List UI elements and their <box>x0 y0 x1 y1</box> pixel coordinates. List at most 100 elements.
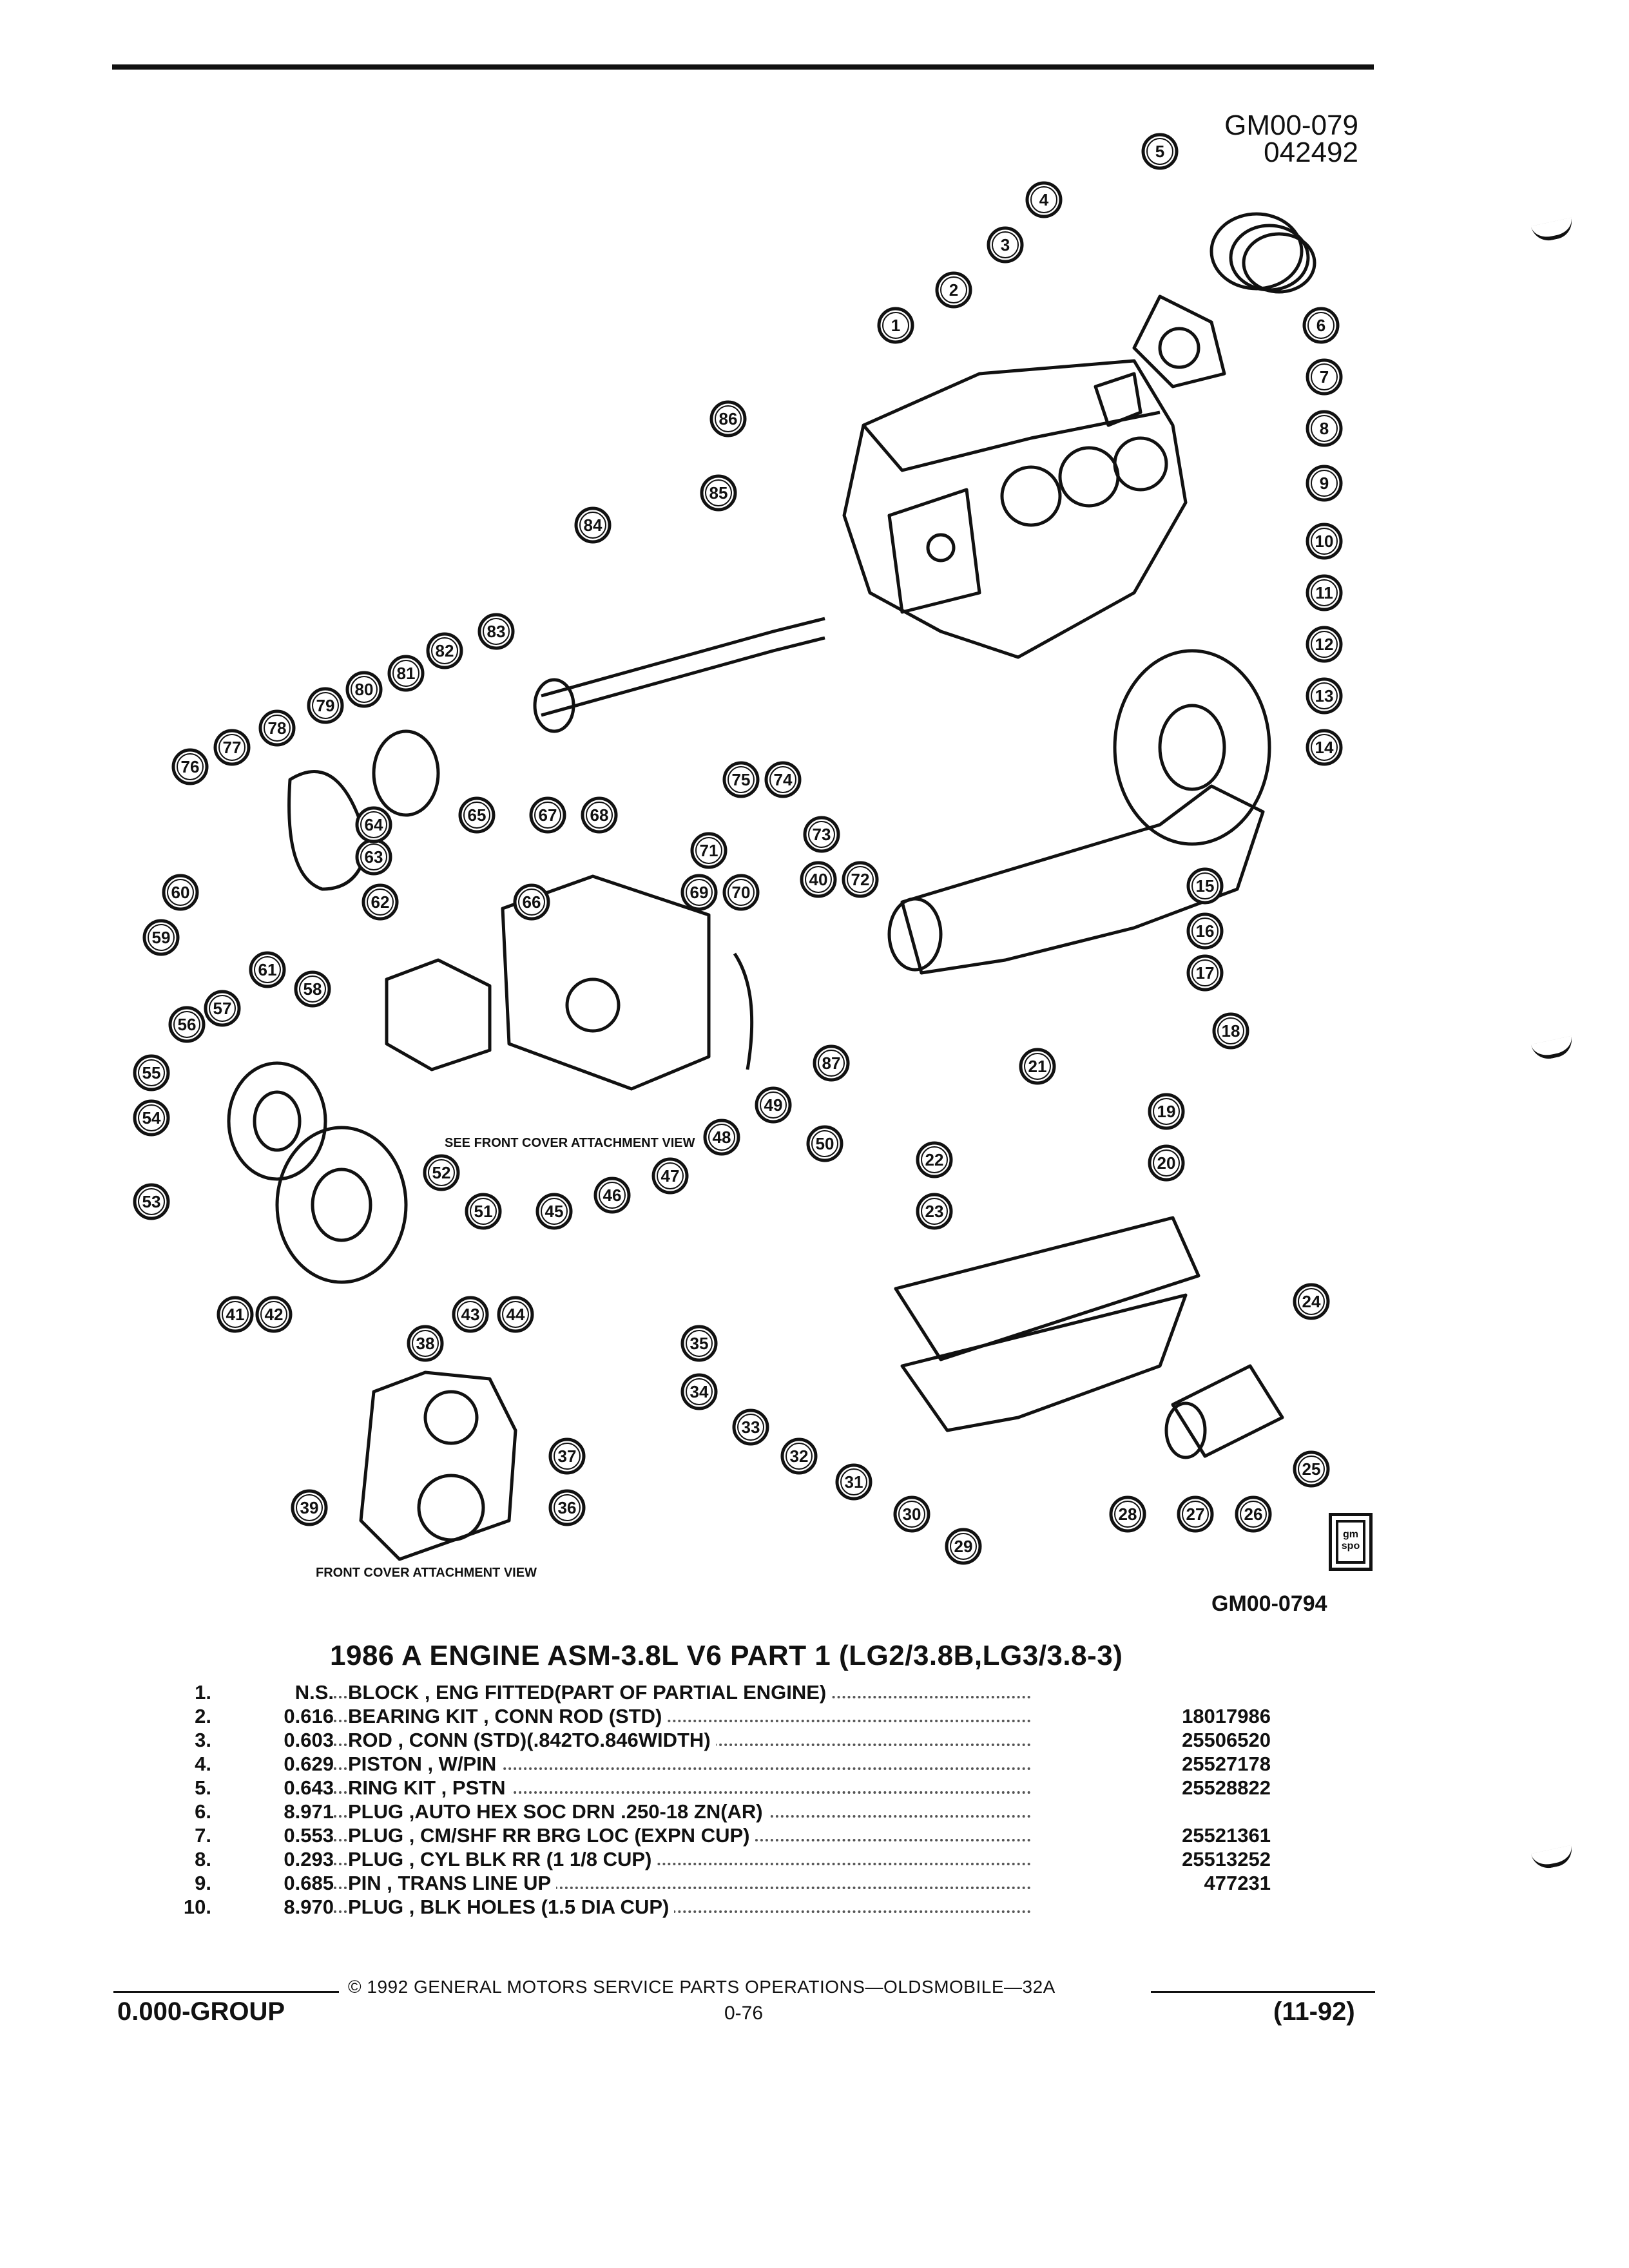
callout-83: 83 <box>477 613 515 650</box>
callout-4: 4 <box>1025 181 1063 218</box>
callout-21: 21 <box>1019 1048 1056 1085</box>
callout-number: 38 <box>416 1334 435 1353</box>
callout-number: 9 <box>1320 474 1329 493</box>
copyright-line: © 1992 GENERAL MOTORS SERVICE PARTS OPER… <box>348 1977 1055 1997</box>
callout-layer: 1234567891011121314151617181920212223242… <box>133 133 1343 1565</box>
crankshaft-drawing <box>887 784 1265 975</box>
item-number: 9. <box>195 1871 211 1894</box>
callout-61: 61 <box>249 951 286 988</box>
top-rule <box>112 64 1374 70</box>
callout-number: 55 <box>142 1063 161 1082</box>
exploded-engine-diagram: 1234567891011121314151617181920212223242… <box>133 133 1343 1565</box>
callout-number: 74 <box>774 770 793 789</box>
part-number: 25521361 <box>1182 1823 1271 1847</box>
callout-number: 64 <box>365 815 383 834</box>
callout-number: 45 <box>545 1202 564 1221</box>
callout-85: 85 <box>700 474 737 512</box>
callout-84: 84 <box>574 506 612 544</box>
callout-52: 52 <box>423 1154 460 1191</box>
callout-64: 64 <box>355 806 392 843</box>
see-front-cover-note: SEE FRONT COVER ATTACHMENT VIEW <box>445 1136 695 1150</box>
callout-32: 32 <box>780 1437 818 1475</box>
callout-number: 48 <box>713 1128 731 1147</box>
part-number: 25527178 <box>1182 1752 1271 1775</box>
callout-number: 70 <box>732 883 751 902</box>
callout-3: 3 <box>987 226 1024 264</box>
callout-number: 39 <box>300 1498 319 1517</box>
callout-13: 13 <box>1306 677 1343 715</box>
callout-30: 30 <box>893 1495 930 1533</box>
item-number: 7. <box>195 1823 211 1847</box>
item-quantity: 0.553 <box>284 1823 334 1847</box>
callout-16: 16 <box>1186 912 1224 950</box>
callout-number: 31 <box>845 1472 863 1492</box>
callout-number: 41 <box>226 1305 245 1324</box>
callout-number: 86 <box>719 409 738 428</box>
callout-20: 20 <box>1148 1144 1185 1182</box>
callout-number: 8 <box>1320 419 1329 438</box>
callout-76: 76 <box>171 748 209 785</box>
callout-75: 75 <box>722 761 760 798</box>
callout-24: 24 <box>1293 1283 1330 1320</box>
callout-56: 56 <box>168 1006 206 1043</box>
item-number: 10. <box>183 1895 211 1918</box>
item-number: 6. <box>195 1800 211 1823</box>
callout-31: 31 <box>835 1463 872 1501</box>
callout-number: 35 <box>690 1334 709 1353</box>
callout-number: 43 <box>461 1305 480 1324</box>
front-cover-attachment-view-drawing <box>359 1370 517 1561</box>
footer-rule-right <box>1151 1991 1375 1993</box>
callout-68: 68 <box>581 796 618 834</box>
callout-36: 36 <box>548 1489 586 1526</box>
callout-number: 47 <box>661 1166 680 1186</box>
callout-number: 87 <box>822 1053 841 1073</box>
item-quantity: 0.293 <box>284 1847 334 1870</box>
item-description: BEARING KIT , CONN ROD (STD) <box>334 1704 1031 1728</box>
callout-34: 34 <box>680 1373 718 1410</box>
part-number: 477231 <box>1204 1871 1271 1894</box>
item-description: PISTON , W/PIN <box>334 1752 1031 1776</box>
callout-number: 67 <box>539 805 557 825</box>
callout-number: 71 <box>700 841 718 860</box>
callout-38: 38 <box>407 1325 444 1362</box>
callout-5: 5 <box>1141 133 1179 170</box>
callout-number: 17 <box>1196 963 1215 983</box>
callout-40: 40 <box>800 861 837 898</box>
callout-54: 54 <box>133 1099 170 1137</box>
item-description: BLOCK , ENG FITTED(PART OF PARTIAL ENGIN… <box>334 1680 1031 1704</box>
callout-number: 61 <box>258 960 277 979</box>
item-description: PLUG , CM/SHF RR BRG LOC (EXPN CUP) <box>334 1823 1031 1847</box>
parts-list-title: 1986 A ENGINE ASM-3.8L V6 PART 1 (LG2/3.… <box>330 1640 1123 1671</box>
callout-43: 43 <box>452 1296 489 1333</box>
callout-number: 59 <box>152 928 171 947</box>
piston-drawing <box>1094 212 1316 427</box>
callout-number: 83 <box>487 622 506 641</box>
part-number: 25528822 <box>1182 1776 1271 1799</box>
callout-number: 28 <box>1119 1504 1137 1524</box>
callout-59: 59 <box>142 919 180 956</box>
callout-9: 9 <box>1306 465 1343 502</box>
callout-number: 84 <box>584 515 602 535</box>
callout-2: 2 <box>935 271 972 309</box>
revision-date: (11-92) <box>1273 1997 1355 2026</box>
item-quantity: 0.685 <box>284 1871 334 1894</box>
callout-39: 39 <box>291 1489 328 1526</box>
group-number: 0.000-GROUP <box>117 1997 285 2026</box>
callout-number: 60 <box>171 883 190 902</box>
callout-number: 50 <box>816 1134 834 1153</box>
callout-number: 29 <box>954 1537 973 1556</box>
callout-81: 81 <box>387 655 425 692</box>
callout-number: 85 <box>709 483 728 503</box>
callout-8: 8 <box>1306 410 1343 447</box>
callout-number: 81 <box>397 664 416 683</box>
item-number: 3. <box>195 1728 211 1751</box>
item-description: PLUG , BLK HOLES (1.5 DIA CUP) <box>334 1895 1031 1919</box>
item-number: 8. <box>195 1847 211 1870</box>
callout-35: 35 <box>680 1325 718 1362</box>
